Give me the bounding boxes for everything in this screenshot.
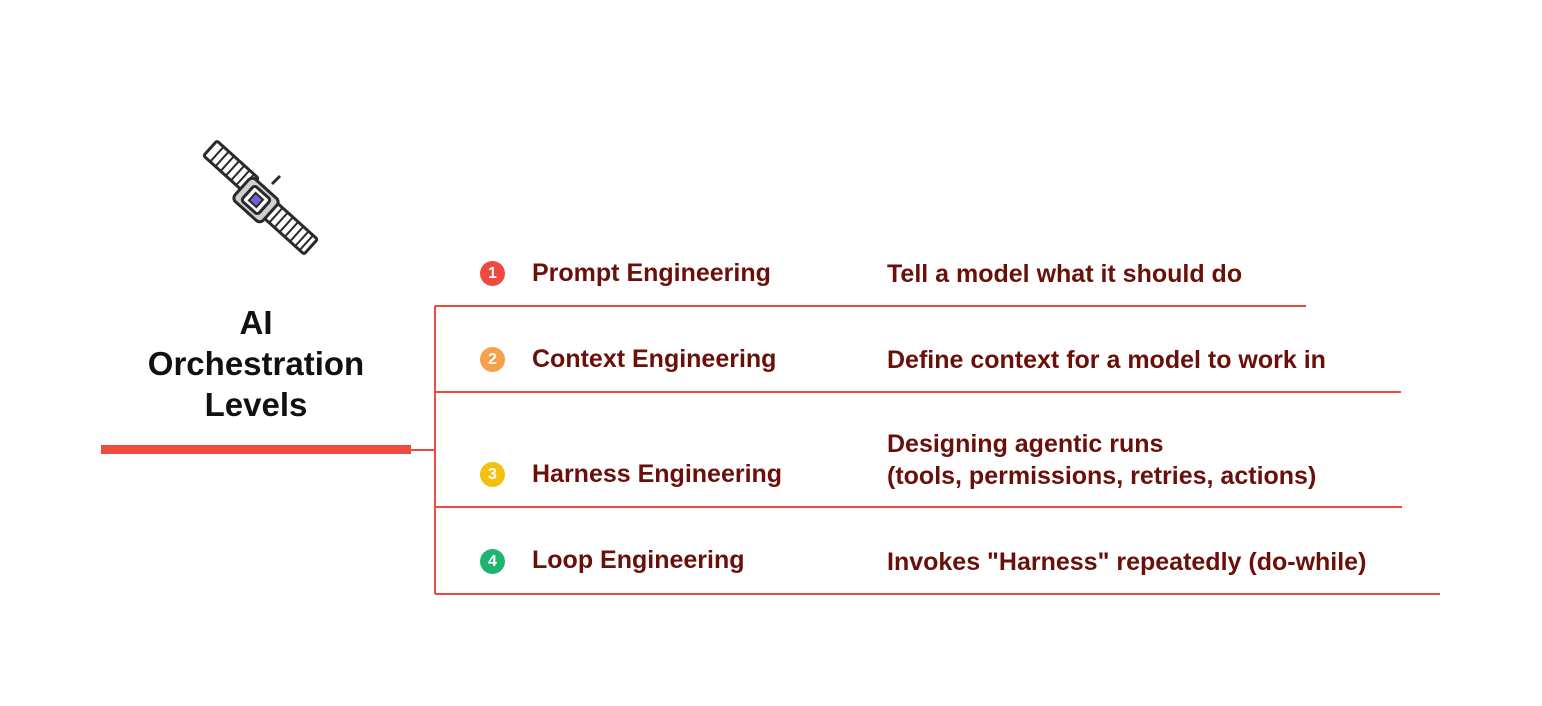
level-3-badge: 3: [480, 462, 505, 487]
level-1-description: Tell a model what it should do: [887, 258, 1242, 290]
level-2-description-line-1: Define context for a model to work in: [887, 346, 1326, 374]
level-1-name: Prompt Engineering: [532, 259, 771, 287]
level-3-description: Designing agentic runs (tools, permissio…: [887, 428, 1316, 492]
level-1-description-line-1: Tell a model what it should do: [887, 260, 1243, 288]
title-underline: [101, 445, 411, 454]
level-3-name: Harness Engineering: [532, 460, 783, 488]
level-2-name: Context Engineering: [532, 345, 777, 373]
level-3-description-line-1: Designing agentic runs: [887, 430, 1164, 458]
level-4-name: Loop Engineering: [532, 546, 745, 574]
level-4-description: Invokes "Harness" repeatedly (do-while): [887, 546, 1366, 578]
level-4-description-line-1: Invokes "Harness" repeatedly (do-while): [887, 548, 1367, 576]
title-line-3: Levels: [204, 386, 308, 423]
level-1-badge: 1: [480, 261, 505, 286]
level-4-badge: 4: [480, 549, 505, 574]
diagram-title: AI Orchestration Levels: [110, 302, 402, 425]
title-line-2: Orchestration: [147, 345, 365, 382]
satellite-icon: [192, 138, 322, 263]
level-2-badge: 2: [480, 347, 505, 372]
level-2-description: Define context for a model to work in: [887, 344, 1326, 376]
title-line-1: AI: [239, 304, 273, 341]
level-3-description-line-2: (tools, permissions, retries, actions): [887, 462, 1317, 490]
